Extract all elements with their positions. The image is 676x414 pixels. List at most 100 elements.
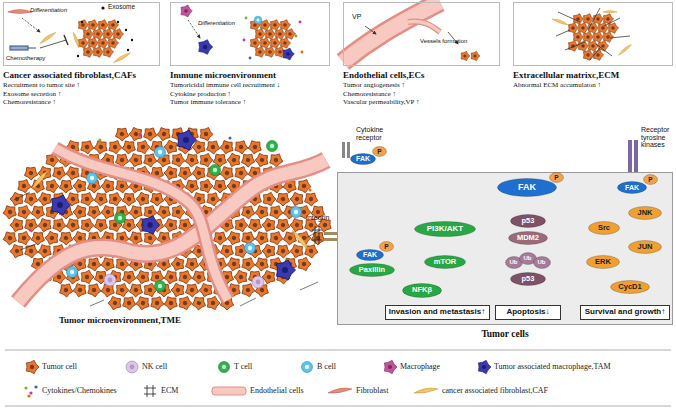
panel-note: Exosome secretion ↑ bbox=[3, 90, 136, 99]
node-label: mTOR bbox=[434, 258, 456, 266]
signal-arrow bbox=[428, 299, 432, 304]
signal-arrow bbox=[528, 287, 529, 304]
figure-label: Chemotherapy bbox=[6, 55, 66, 62]
panel-title: Endothelial cells,ECs bbox=[343, 69, 425, 81]
node-label: p53 bbox=[522, 275, 535, 283]
outcome-box: Survival and growth↑ bbox=[580, 305, 670, 320]
legend-text: Tumor associated macrophage,TAM bbox=[494, 362, 611, 371]
node-label: FAK bbox=[625, 184, 639, 192]
node-label: PI3K/AKT bbox=[427, 225, 463, 234]
node-outline bbox=[510, 272, 546, 286]
node-label: ERK bbox=[595, 258, 611, 266]
legend-text: Fibroblast bbox=[356, 386, 388, 395]
signal-node: CycD1 bbox=[610, 280, 650, 294]
node-label: Apoptosis↓ bbox=[506, 308, 549, 317]
node-outline bbox=[379, 241, 394, 252]
node-outline bbox=[356, 249, 384, 261]
legend-text: Endothelial cells bbox=[250, 386, 304, 395]
node-outline bbox=[628, 240, 662, 254]
signal-arrow bbox=[645, 221, 646, 239]
panel-title: Immune microenvironment bbox=[170, 69, 280, 81]
node-label: MDM2 bbox=[517, 234, 539, 242]
signal-arrow bbox=[429, 270, 439, 283]
figure-label: Cytokine receptor bbox=[356, 126, 406, 141]
node-label: CycD1 bbox=[618, 283, 641, 291]
figure-panel: Cancer associated fibroblast,CAFsRecruit… bbox=[3, 2, 160, 66]
node-label: Src bbox=[598, 224, 610, 232]
signal-node: P bbox=[643, 174, 658, 185]
signal-node: FAK bbox=[617, 181, 647, 194]
node-outline bbox=[586, 255, 620, 269]
signal-node: Paxillin bbox=[349, 263, 395, 277]
signal-node: Ub bbox=[533, 256, 551, 269]
signal-arrow bbox=[527, 198, 528, 213]
signal-arrow bbox=[633, 255, 642, 279]
box-title: Tumor cells bbox=[338, 329, 672, 339]
panel-note: Chemoresistance ↑ bbox=[343, 90, 425, 99]
signal-node: NFKβ bbox=[402, 283, 442, 298]
node-outline bbox=[510, 214, 546, 228]
node-label: FAK bbox=[363, 251, 377, 259]
figure-panel: Extracellular matrixc,ECMAbnormal ECM ac… bbox=[513, 2, 673, 66]
node-outline bbox=[497, 178, 557, 197]
figure-label: Vessels formation bbox=[420, 38, 480, 45]
signal-arrow bbox=[636, 195, 641, 205]
legend-text: T cell bbox=[234, 362, 252, 371]
figure-panel: Endothelial cells,ECsTumor angiogenesis … bbox=[343, 2, 500, 66]
signal-node: mTOR bbox=[424, 255, 466, 269]
node-outline bbox=[372, 146, 387, 157]
figure-label: Differentiation bbox=[198, 20, 258, 27]
figure-label: Integrin bbox=[306, 214, 346, 222]
node-outline bbox=[533, 256, 551, 269]
panel-note: Chemoresistance ↑ bbox=[3, 98, 136, 107]
signal-node: MDM2 bbox=[508, 231, 548, 245]
signal-node: P bbox=[372, 146, 387, 157]
legend-text: Tumor cell bbox=[42, 362, 77, 371]
legend-text: ECM bbox=[161, 386, 178, 395]
node-label: Survival and growth↑ bbox=[585, 308, 665, 317]
figure-label: Receptor tyrosine kinases bbox=[641, 126, 675, 149]
node-label: P bbox=[377, 148, 381, 155]
node-label: P bbox=[384, 243, 388, 250]
signal-arrow bbox=[611, 269, 622, 279]
panel-note: Recruitment to tumor site ↑ bbox=[3, 81, 136, 90]
figure-label: Exosome bbox=[108, 3, 158, 10]
node-outline bbox=[643, 174, 658, 185]
legend-text: NK cell bbox=[142, 362, 167, 371]
signal-node: p53 bbox=[510, 214, 546, 228]
panel-title: Cancer associated fibroblast,CAFs bbox=[3, 69, 136, 81]
node-label: P bbox=[648, 176, 652, 183]
outcome-box: Invasion and metastasis↑ bbox=[385, 305, 490, 320]
node-outline bbox=[519, 252, 537, 265]
legend-text: Cytokines/Chemokines bbox=[42, 386, 117, 395]
figure-label: Differentiation bbox=[30, 7, 90, 14]
signal-node: Src bbox=[588, 221, 620, 235]
panel-note: Tumoricidal immune cell recruitment ↓ bbox=[170, 81, 280, 90]
signal-node: FAK bbox=[350, 153, 376, 165]
signal-node: Ub bbox=[519, 252, 537, 265]
signal-node: P bbox=[549, 172, 564, 183]
node-label: P bbox=[554, 174, 558, 181]
legend-text: Macrophage bbox=[400, 362, 440, 371]
signal-node: p53 bbox=[510, 272, 546, 286]
signal-arrow bbox=[603, 236, 605, 254]
node-label: Ub bbox=[510, 259, 518, 266]
node-label: Ub bbox=[524, 255, 532, 262]
signal-node: Ub bbox=[505, 256, 523, 269]
signal-node: PI3K/AKT bbox=[414, 221, 476, 237]
node-outline bbox=[350, 153, 376, 165]
panel-note: Vascular permeability,VP ↑ bbox=[343, 98, 425, 107]
signal-node: JNK bbox=[628, 206, 662, 220]
node-outline bbox=[402, 283, 442, 298]
outcome-box: Apoptosis↓ bbox=[495, 305, 561, 320]
node-outline bbox=[508, 231, 548, 245]
node-outline bbox=[424, 255, 466, 269]
node-outline bbox=[628, 206, 662, 220]
node-outline bbox=[349, 263, 395, 277]
node-label: FAK bbox=[518, 183, 536, 193]
panel-note: Cytokine producion ↑ bbox=[170, 90, 280, 99]
panel-title: Extracellular matrixc,ECM bbox=[513, 69, 619, 81]
node-outline bbox=[610, 280, 650, 294]
node-outline bbox=[588, 221, 620, 235]
